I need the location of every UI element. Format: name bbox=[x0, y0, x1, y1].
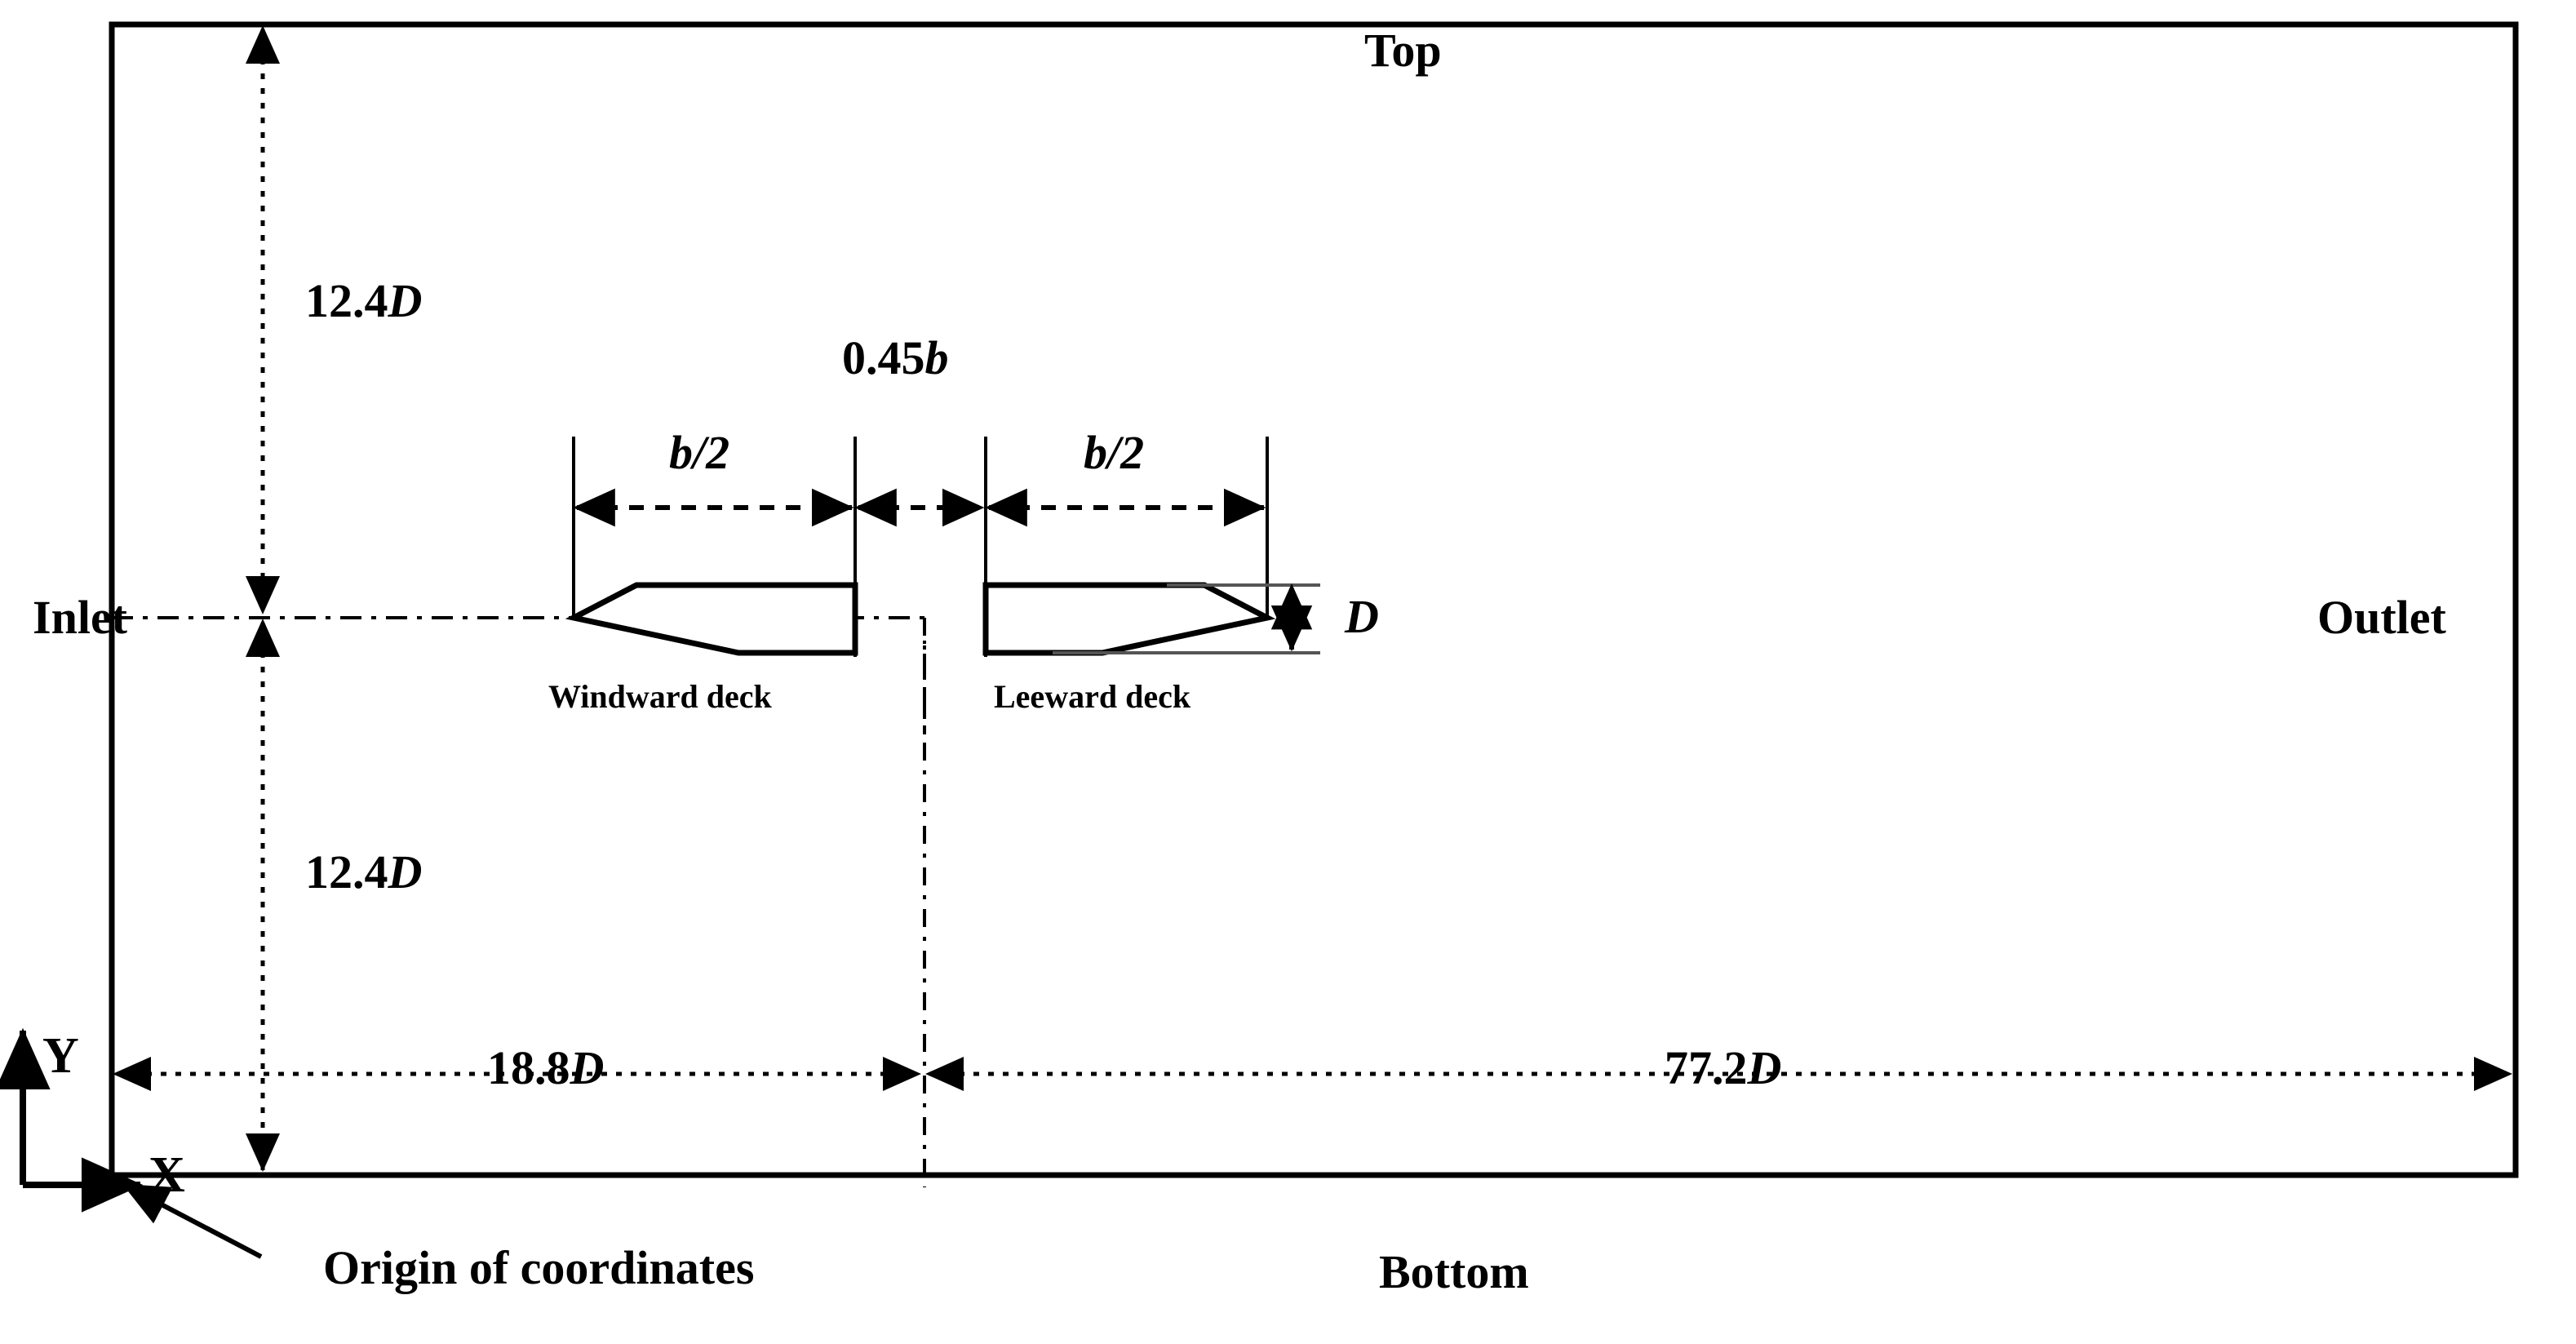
dimension-label-bottom-12-4D: 12.4D bbox=[305, 845, 422, 899]
axis-label-y: Y bbox=[42, 1028, 79, 1084]
dimension-unit-D-top: D bbox=[388, 274, 423, 327]
dimension-label-windward-b-over-2: b/2 bbox=[669, 425, 729, 480]
dimension-unit-D-downstream: D bbox=[1747, 1041, 1782, 1094]
boundary-label-top: Top bbox=[1364, 24, 1442, 77]
dimension-value-0-45: 0.45 bbox=[842, 331, 925, 384]
axis-label-x: X bbox=[149, 1147, 185, 1203]
leeward-deck-shape bbox=[982, 582, 1276, 656]
dimension-symbol-b-leeward: b bbox=[1084, 426, 1107, 479]
dimension-label-leeward-b-over-2: b/2 bbox=[1084, 425, 1144, 480]
origin-label: Origin of coordinates bbox=[323, 1241, 755, 1294]
boundary-label-outlet: Outlet bbox=[2317, 591, 2446, 644]
domain-boundary-rect bbox=[109, 21, 2519, 1178]
dimension-denominator-windward: /2 bbox=[693, 426, 730, 479]
dimension-label-77-2D: 77.2D bbox=[1665, 1040, 1781, 1095]
dimension-value-12-4-top: 12.4 bbox=[305, 274, 388, 327]
dimension-unit-D-bottom: D bbox=[388, 845, 423, 898]
dimension-label-18-8D: 18.8D bbox=[487, 1040, 604, 1095]
deck-label-leeward: Leeward deck bbox=[994, 678, 1191, 715]
dimension-value-18-8: 18.8 bbox=[487, 1041, 570, 1094]
dimension-symbol-b-windward: b bbox=[669, 426, 693, 479]
dimension-unit-b-gap: b bbox=[924, 331, 949, 384]
dimension-label-D-depth: D bbox=[1345, 590, 1379, 643]
boundary-label-inlet: Inlet bbox=[33, 591, 127, 644]
dimension-value-12-4-bottom: 12.4 bbox=[305, 845, 388, 898]
dimension-unit-D-upstream: D bbox=[570, 1041, 605, 1094]
dimension-value-77-2: 77.2 bbox=[1665, 1041, 1748, 1094]
boundary-label-bottom: Bottom bbox=[1379, 1245, 1529, 1298]
origin-leader-arrow bbox=[122, 1182, 263, 1259]
dimension-denominator-leeward: /2 bbox=[1107, 426, 1145, 479]
deck-label-windward: Windward deck bbox=[548, 678, 772, 715]
windward-deck-shape bbox=[565, 582, 858, 656]
dimension-label-0-45b: 0.45b bbox=[842, 330, 949, 385]
dimension-label-top-12-4D: 12.4D bbox=[305, 273, 422, 328]
